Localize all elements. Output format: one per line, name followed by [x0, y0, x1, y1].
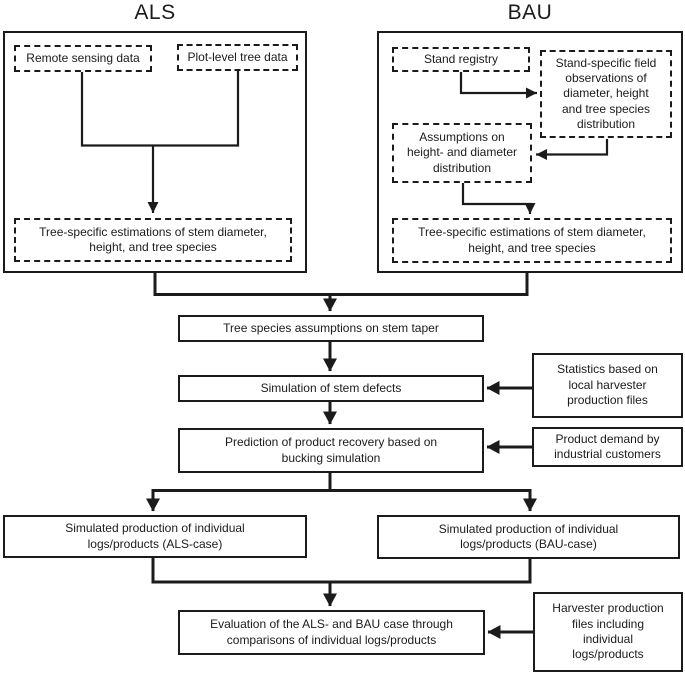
- node-stand-specific-field-observations: Stand-specific field observations of dia…: [540, 50, 672, 138]
- node-bau-tree-specific-estimations: Tree-specific estimations of stem diamet…: [392, 218, 672, 263]
- bau-assumptions-down-arrow: [461, 183, 536, 214]
- als-title: ALS: [134, 1, 176, 24]
- node-als-tree-specific-estimations: Tree-specific estimations of stem diamet…: [14, 218, 292, 262]
- node-remote-sensing-data: Remote sensing data: [14, 45, 152, 72]
- node-harvester-production-files: Harvester production files including ind…: [533, 592, 683, 672]
- node-simulated-production-als-case: Simulated production of individual logs/…: [3, 515, 307, 558]
- bau-group-frame: [377, 31, 683, 273]
- bau-observations-to-assumptions-arrow: [536, 139, 609, 160]
- node-product-recovery-prediction: Prediction of product recovery based on …: [178, 428, 484, 473]
- als-merge-connector: [80, 71, 240, 147]
- node-evaluation-comparison: Evaluation of the ALS- and BAU case thro…: [178, 610, 485, 655]
- node-stem-taper-assumptions: Tree species assumptions on stem taper: [178, 315, 484, 342]
- node-assumptions-height-diameter: Assumptions on height- and diameter dist…: [392, 123, 532, 183]
- node-simulated-production-bau-case: Simulated production of individual logs/…: [377, 515, 680, 559]
- bau-registry-to-observations-arrow: [459, 72, 537, 99]
- node-statistics-harvester-files: Statistics based on local harvester prod…: [532, 353, 683, 418]
- bau-title: BAU: [507, 1, 553, 24]
- node-plot-level-tree-data: Plot-level tree data: [177, 44, 298, 71]
- node-product-demand: Product demand by industrial customers: [532, 427, 683, 467]
- node-simulation-stem-defects: Simulation of stem defects: [178, 375, 484, 402]
- node-stand-registry: Stand registry: [392, 47, 530, 72]
- cases-merge-connector: [151, 557, 532, 584]
- groups-merge-connector: [153, 272, 529, 296]
